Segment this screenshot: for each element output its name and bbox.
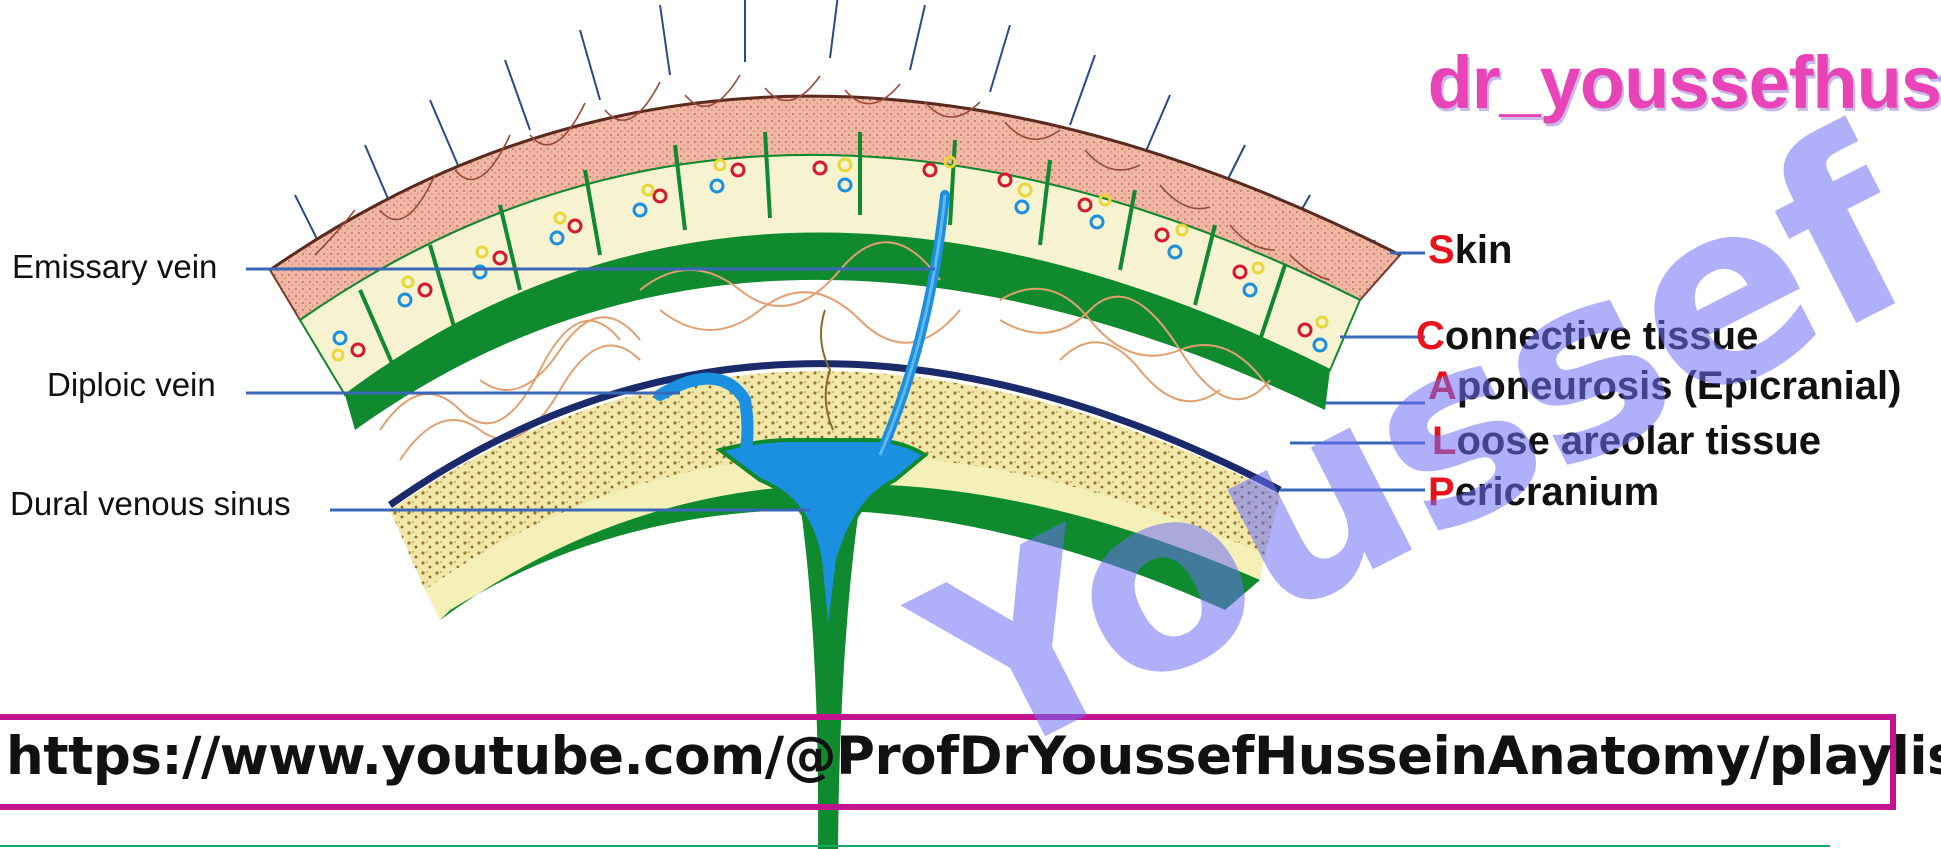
label-skin: Skin <box>1428 228 1512 273</box>
label-emissary-vein: Emissary vein <box>12 248 217 286</box>
label-aponeurosis: Aponeurosis (Epicranial) <box>1428 364 1901 409</box>
label-diploic-vein: Diploic vein <box>47 366 216 404</box>
label-dural-venous-sinus: Dural venous sinus <box>10 485 291 523</box>
label-connective-tissue: Connective tissue <box>1416 314 1758 359</box>
label-loose-areolar-tissue: Loose areolar tissue <box>1432 419 1821 464</box>
youtube-playlist-link[interactable]: https://www.youtube.com/@ProfDrYoussefHu… <box>6 726 1941 787</box>
watermark-handle: dr_youssefhus <box>1428 40 1941 125</box>
label-pericranium: Pericranium <box>1428 470 1659 515</box>
bottom-divider <box>0 845 1830 847</box>
